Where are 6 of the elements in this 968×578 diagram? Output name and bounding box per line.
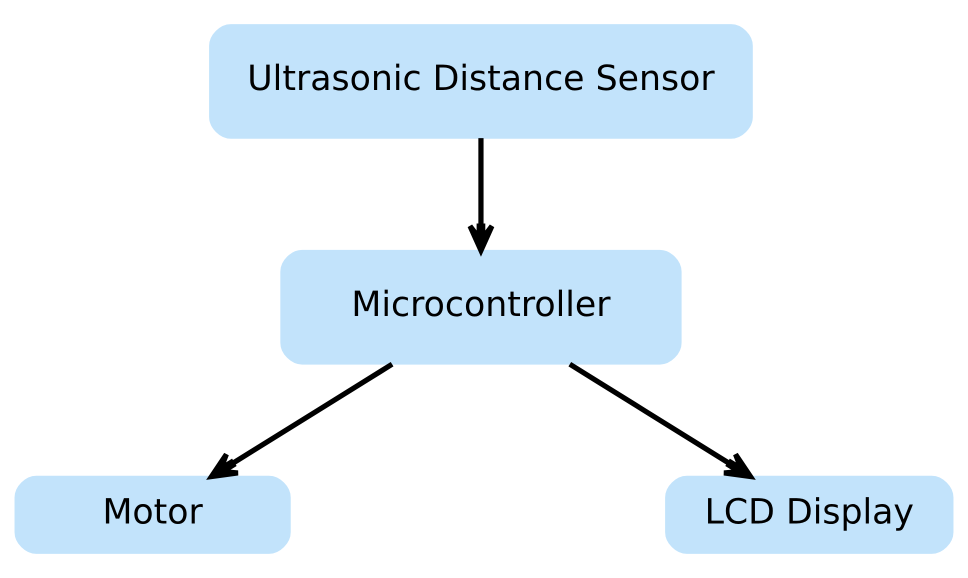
arrow <box>208 362 394 480</box>
node-box: LCD Display <box>665 476 954 554</box>
arrow <box>568 362 754 480</box>
node-box: Ultrasonic Distance Sensor <box>209 24 753 139</box>
node-box: Microcontroller <box>280 250 682 365</box>
node-box: Motor <box>14 476 291 554</box>
